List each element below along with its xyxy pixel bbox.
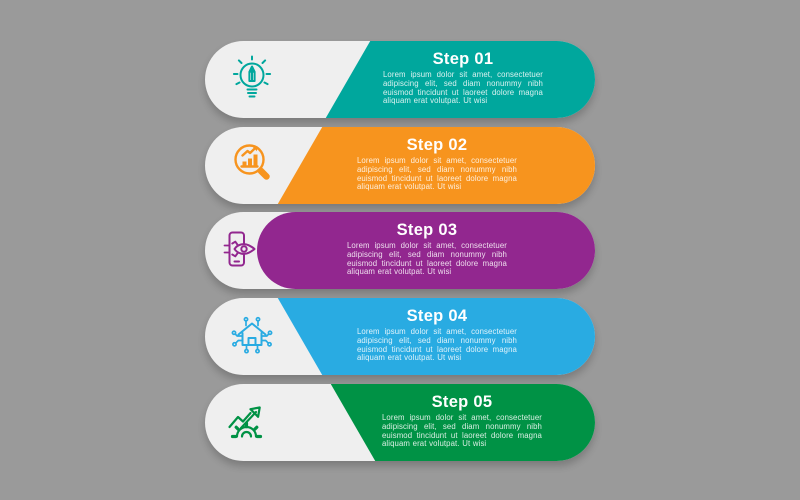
step-3-content: Step 03 Lorem ipsum dolor sit amet, cons… [347, 220, 507, 277]
step-title: Step 04 [406, 307, 468, 325]
smart-home-circuit-icon [225, 309, 279, 363]
step-5-content: Step 05 Lorem ipsum dolor sit amet, cons… [382, 392, 542, 449]
step-2-content: Step 02 Lorem ipsum dolor sit amet, cons… [357, 135, 517, 192]
growth-gear-arrow-icon [221, 395, 275, 449]
step-title: Step 01 [432, 50, 494, 68]
step-title: Step 03 [396, 221, 458, 239]
idea-bulb-pencil-icon [225, 53, 279, 107]
step-description: Lorem ipsum dolor sit amet, consectetuer… [347, 241, 507, 277]
step-description: Lorem ipsum dolor sit amet, consectetuer… [383, 70, 543, 106]
step-1-content: Step 01 Lorem ipsum dolor sit amet, cons… [383, 49, 543, 106]
launch-phone-rocket-icon [215, 224, 269, 278]
step-title: Step 02 [406, 136, 468, 154]
step-4-content: Step 04 Lorem ipsum dolor sit amet, cons… [357, 306, 517, 363]
step-title: Step 05 [431, 393, 493, 411]
step-pill-3: Step 03 Lorem ipsum dolor sit amet, cons… [205, 212, 595, 289]
step-3-color-band [257, 212, 595, 289]
step-pill-4: Step 04 Lorem ipsum dolor sit amet, cons… [205, 298, 595, 375]
step-description: Lorem ipsum dolor sit amet, consectetuer… [357, 327, 517, 363]
analysis-magnifier-chart-icon [226, 138, 280, 192]
step-description: Lorem ipsum dolor sit amet, consectetuer… [357, 156, 517, 192]
step-pill-1: Step 01 Lorem ipsum dolor sit amet, cons… [205, 41, 595, 118]
step-pill-5: Step 05 Lorem ipsum dolor sit amet, cons… [205, 384, 595, 461]
step-pill-2: Step 02 Lorem ipsum dolor sit amet, cons… [205, 127, 595, 204]
step-description: Lorem ipsum dolor sit amet, consectetuer… [382, 413, 542, 449]
